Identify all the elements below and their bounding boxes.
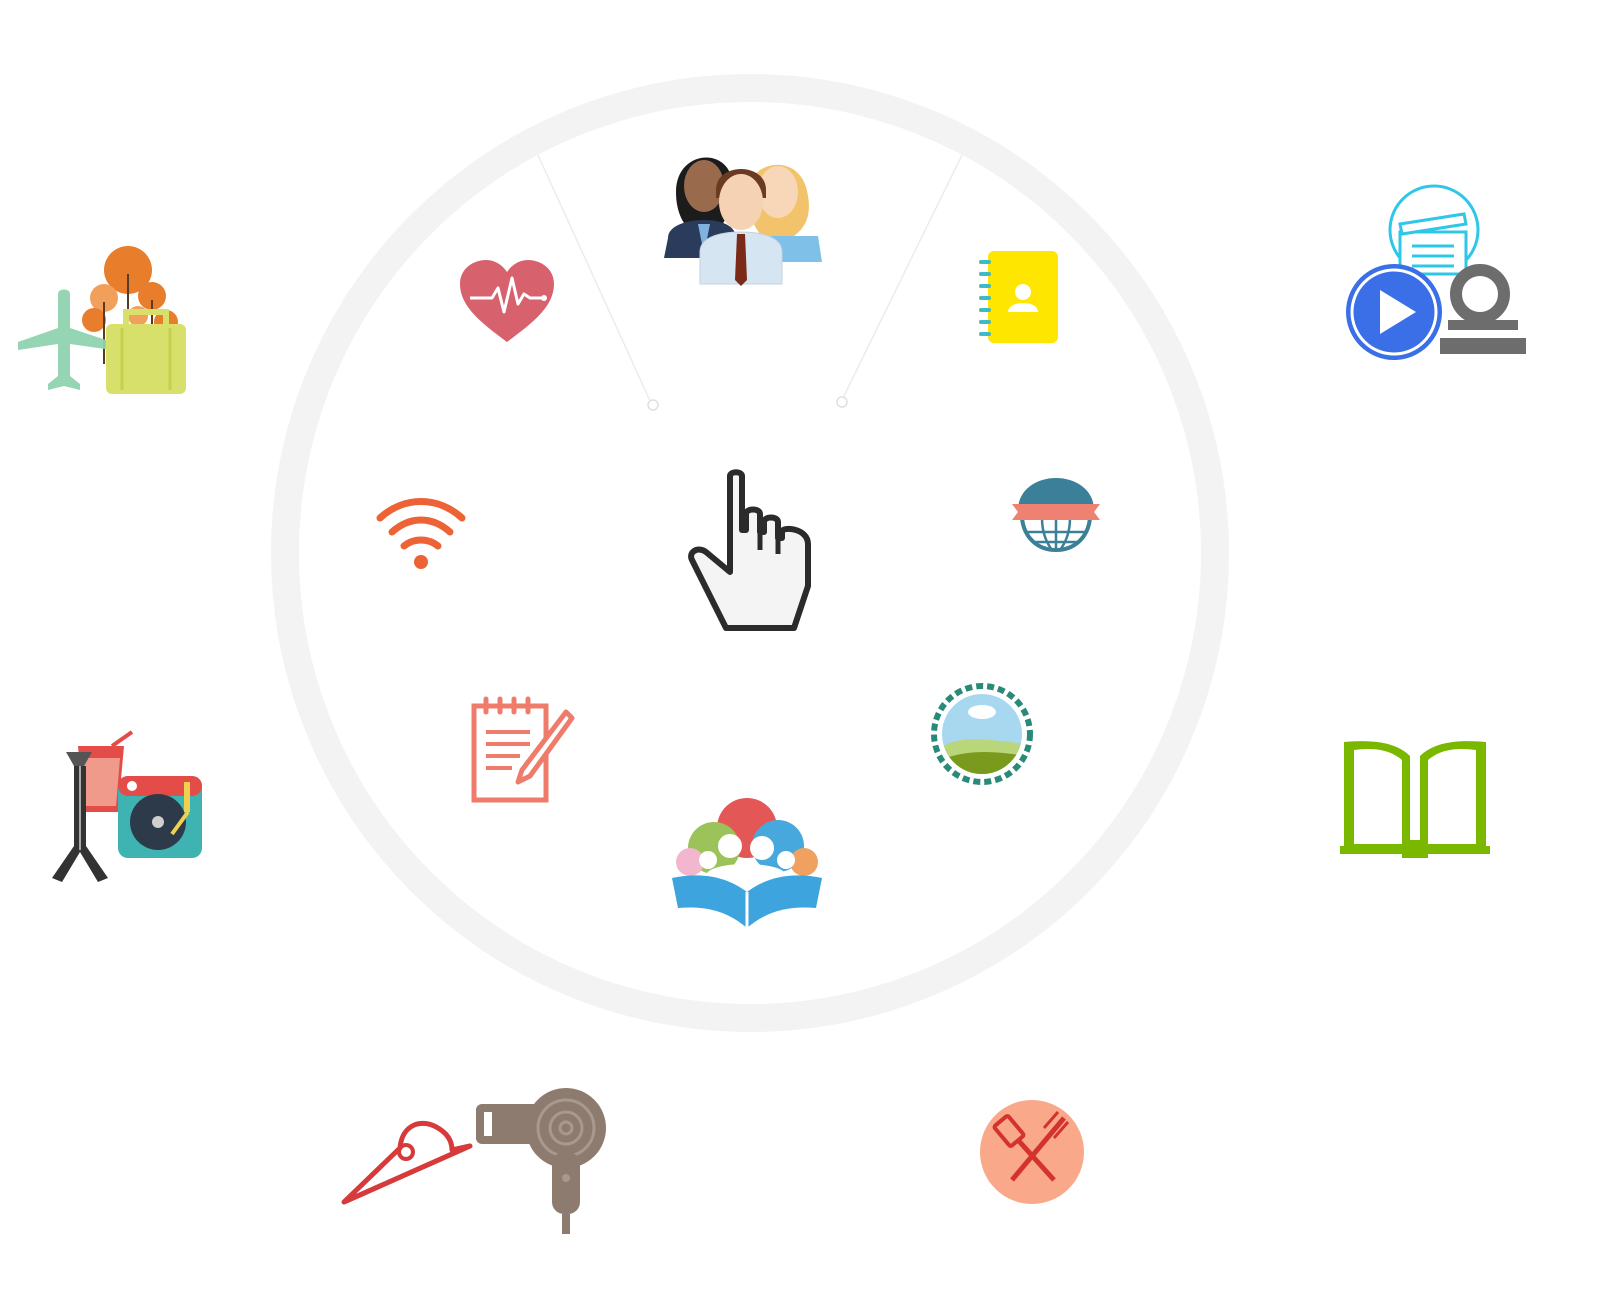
travel-icon[interactable]: [18, 244, 192, 400]
connector-node-left: [647, 399, 659, 411]
contact-book-icon[interactable]: [976, 250, 1060, 344]
video-media-icon[interactable]: [1340, 184, 1530, 364]
hat-hairdryer-icon[interactable]: [340, 1082, 610, 1238]
connector-line-right: [841, 154, 963, 401]
outer-ring: [271, 74, 1229, 1032]
connector-line-left: [537, 154, 652, 404]
community-book-icon[interactable]: [670, 796, 824, 932]
connector-node-right: [836, 396, 848, 408]
pointing-hand-cursor-icon[interactable]: [682, 468, 820, 638]
people-group-icon[interactable]: [662, 140, 824, 288]
music-party-icon[interactable]: [46, 730, 206, 886]
globe-banner-icon[interactable]: [1012, 476, 1100, 552]
landscape-badge-icon[interactable]: [930, 682, 1034, 786]
wifi-icon[interactable]: [374, 494, 468, 572]
notepad-pencil-icon[interactable]: [470, 696, 576, 806]
heartbeat-icon[interactable]: [458, 260, 556, 344]
kitchen-utensils-icon[interactable]: [978, 1098, 1086, 1206]
open-book-icon[interactable]: [1340, 736, 1490, 864]
